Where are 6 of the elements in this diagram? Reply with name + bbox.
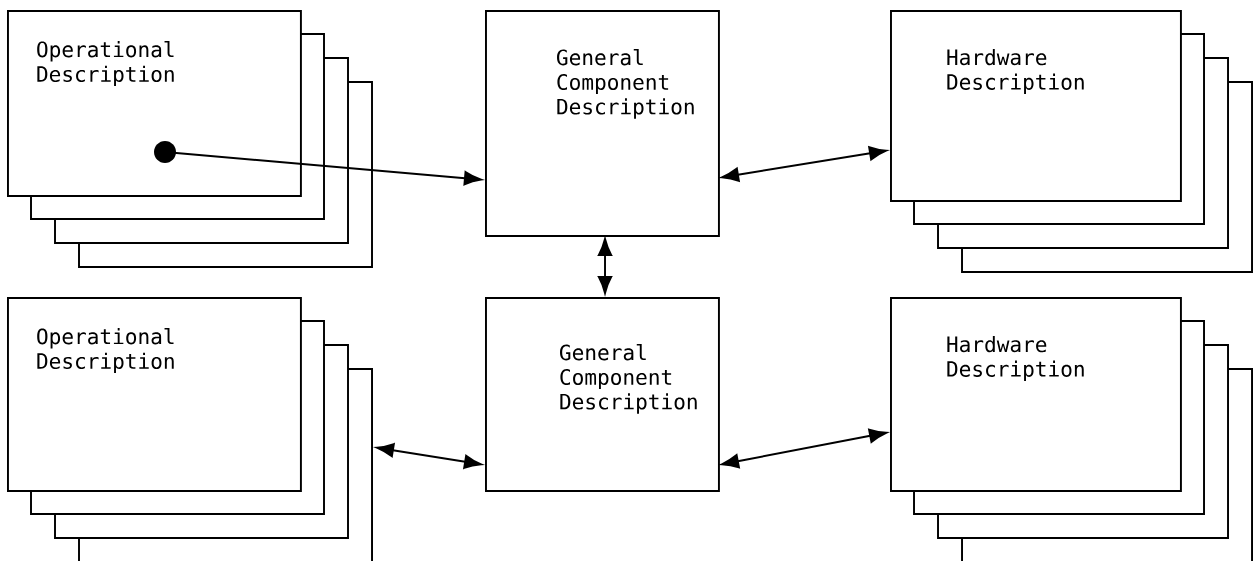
arrow [721, 146, 888, 182]
arrow [375, 443, 483, 469]
document-box: General Component Description [485, 10, 720, 237]
arrow [597, 238, 613, 294]
document-box: General Component Description [485, 297, 720, 492]
arrow [720, 428, 888, 469]
